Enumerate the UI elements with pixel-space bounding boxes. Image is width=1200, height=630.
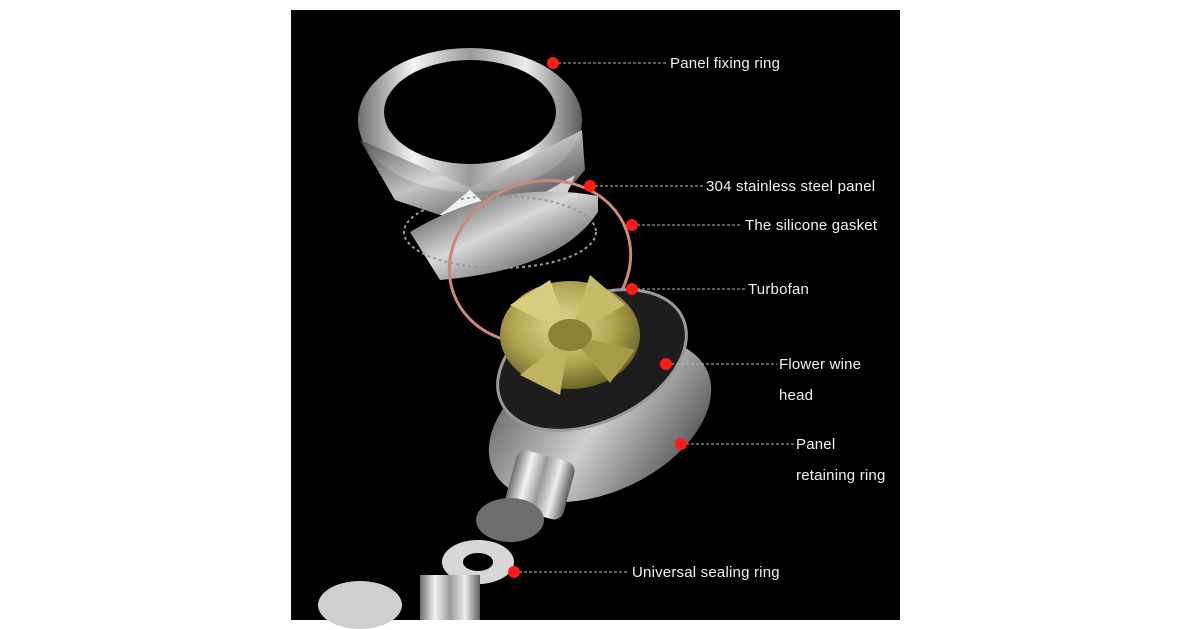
label-panel-fixing-ring: Panel fixing ring	[670, 48, 780, 79]
label-line: Panel fixing ring	[670, 55, 781, 72]
marker-panel-retaining-ring	[675, 438, 687, 450]
marker-universal-sealing-ring	[508, 566, 520, 578]
label-stainless-steel-panel: 304 stainless steel panel	[706, 171, 875, 202]
connector-part	[318, 450, 575, 629]
label-line: Flower wine	[779, 356, 862, 373]
label-line: The silicone gasket	[745, 217, 878, 234]
markers	[508, 57, 687, 578]
turbofan-part	[500, 275, 640, 395]
label-line: 304 stainless steel panel	[706, 178, 876, 195]
leader-lines	[514, 62, 794, 573]
label-line: Universal sealing ring	[632, 564, 780, 581]
label-line: retaining ring	[796, 467, 886, 484]
panel-fixing-ring-part	[358, 48, 585, 218]
marker-panel-fixing-ring	[547, 57, 559, 69]
label-line: head	[779, 387, 814, 404]
marker-silicone-gasket	[626, 219, 638, 231]
label-universal-sealing-ring: Universal sealing ring	[632, 557, 780, 588]
label-silicone-gasket: The silicone gasket	[745, 210, 877, 241]
label-panel-retaining-ring: Panel retaining ring	[796, 429, 886, 491]
label-turbofan: Turbofan	[748, 274, 809, 305]
label-line: Turbofan	[748, 281, 810, 298]
marker-stainless-steel-panel	[584, 180, 596, 192]
label-flower-wine-head: Flower wine head	[779, 349, 861, 411]
stainless-steel-panel-part	[403, 191, 598, 280]
marker-turbofan	[626, 283, 638, 295]
label-line: Panel	[796, 436, 836, 453]
marker-flower-wine-head	[660, 358, 672, 370]
